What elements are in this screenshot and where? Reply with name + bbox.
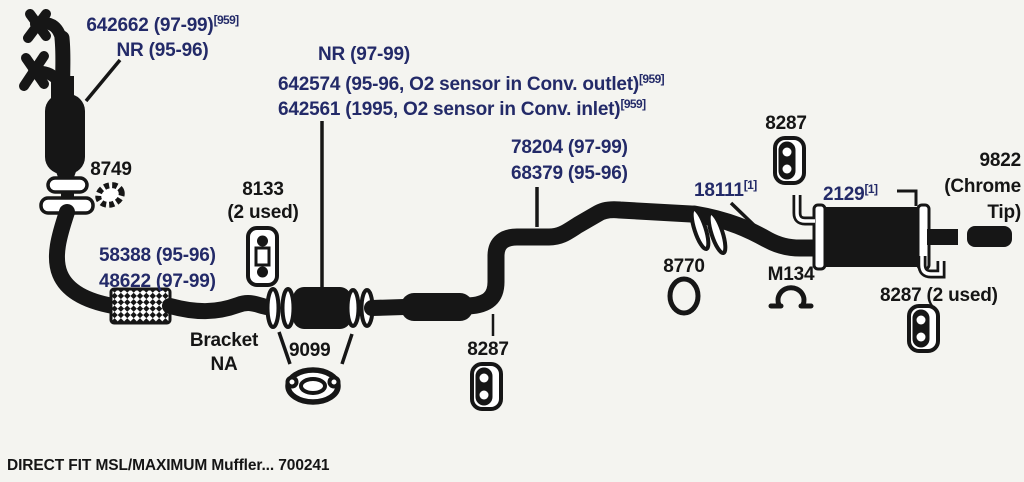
exhaust-manifold — [19, 9, 74, 102]
label-manifold: 642662 (97-99)[959] NR (95-96) — [55, 8, 270, 63]
label-converter-line3: 642561 (1995, O2 sensor in Conv. inlet)[… — [278, 97, 646, 120]
rubber-hanger-icon — [470, 362, 503, 411]
label-bracket-8133-line1: 8133 — [242, 179, 284, 200]
leader-gasket-left — [277, 331, 292, 365]
leader-gasket-right — [340, 333, 354, 365]
label-chrome-tip-line2: (Chrome — [944, 176, 1021, 197]
gasket-ring-icon — [345, 288, 361, 328]
label-chrome-tip-line1: 9822 — [979, 150, 1022, 171]
label-midpipe: 78204 (97-99) 68379 (95-96) — [511, 135, 628, 187]
label-frontpipe-line1: 58388 (95-96) — [99, 245, 216, 266]
label-bracket-na: Bracket NA — [177, 329, 271, 377]
label-chrome-tip: 9822 (Chrome Tip) — [944, 148, 1021, 226]
label-manifold-line1: 642662 (97-99)[959] — [86, 13, 239, 36]
muffler-outlet-pipe — [927, 229, 958, 245]
leader-muffler — [897, 189, 918, 206]
intermediate-pipe — [459, 201, 700, 315]
label-chrome-tip-line3: Tip) — [987, 202, 1021, 223]
leader-manifold — [84, 58, 122, 103]
label-frontpipe-line2: 48622 (97-99) — [99, 271, 216, 292]
oring-icon — [667, 276, 701, 316]
label-bracket-8133-line2: (2 used) — [227, 202, 299, 223]
muffler-rear-hook — [917, 256, 946, 279]
front-pipe — [162, 295, 275, 320]
rear-pipe — [685, 205, 829, 257]
label-clamp-m134: M134 — [767, 264, 815, 285]
slip-joint-gaskets — [689, 206, 728, 256]
gasket-ring-icon — [265, 287, 281, 329]
muffler-front-bracket — [792, 195, 815, 226]
chrome-tip — [967, 226, 1012, 247]
bracket-8133-icon — [246, 226, 279, 287]
leader-lines — [84, 58, 918, 365]
connector-pipe — [364, 299, 412, 316]
front-downpipe — [48, 204, 121, 314]
rubber-hanger-icon — [907, 304, 940, 353]
muffler — [812, 203, 931, 271]
label-converter-line1: NR (97-99) — [318, 44, 410, 65]
flange-gasket-icon — [285, 367, 341, 405]
label-joint: 18111[1] — [694, 178, 757, 201]
leader-joint — [729, 201, 760, 231]
resonator — [293, 287, 351, 329]
donut-gasket-icon — [95, 182, 125, 208]
label-muffler: 2129[1] — [823, 182, 878, 205]
label-hanger-rear: 8287 (2 used) — [880, 285, 998, 306]
label-frontpipe: 58388 (95-96) 48622 (97-99) — [99, 243, 216, 295]
label-manifold-line2: NR (95-96) — [116, 40, 209, 61]
label-hanger-top: 8287 — [765, 113, 807, 134]
label-midpipe-line1: 78204 (97-99) — [511, 137, 628, 158]
resonator-assembly — [265, 287, 375, 329]
label-gasket-9099: 9099 — [289, 340, 331, 361]
converter-flange-gaskets — [39, 176, 95, 215]
label-bracket-na-line1: Bracket — [189, 330, 259, 351]
footer-part-title: DIRECT FIT MSL/MAXIMUM Muffler... 700241 — [7, 457, 330, 474]
label-hanger-mid: 8287 — [467, 339, 509, 360]
rubber-hanger-icon — [773, 136, 806, 185]
label-bracket-na-line2: NA — [210, 354, 238, 375]
catalytic-converter — [45, 94, 85, 182]
clamp-icon — [768, 285, 814, 309]
label-bracket-8133: 8133 (2 used) — [212, 178, 314, 224]
label-oring-8770: 8770 — [663, 256, 705, 277]
label-gasket-8749: 8749 — [90, 159, 132, 180]
pipe-expansion — [401, 293, 473, 321]
label-midpipe-line2: 68379 (95-96) — [511, 163, 628, 184]
gasket-ring-icon — [280, 287, 296, 329]
label-converter-line2: 642574 (95-96, O2 sensor in Conv. outlet… — [278, 72, 665, 95]
